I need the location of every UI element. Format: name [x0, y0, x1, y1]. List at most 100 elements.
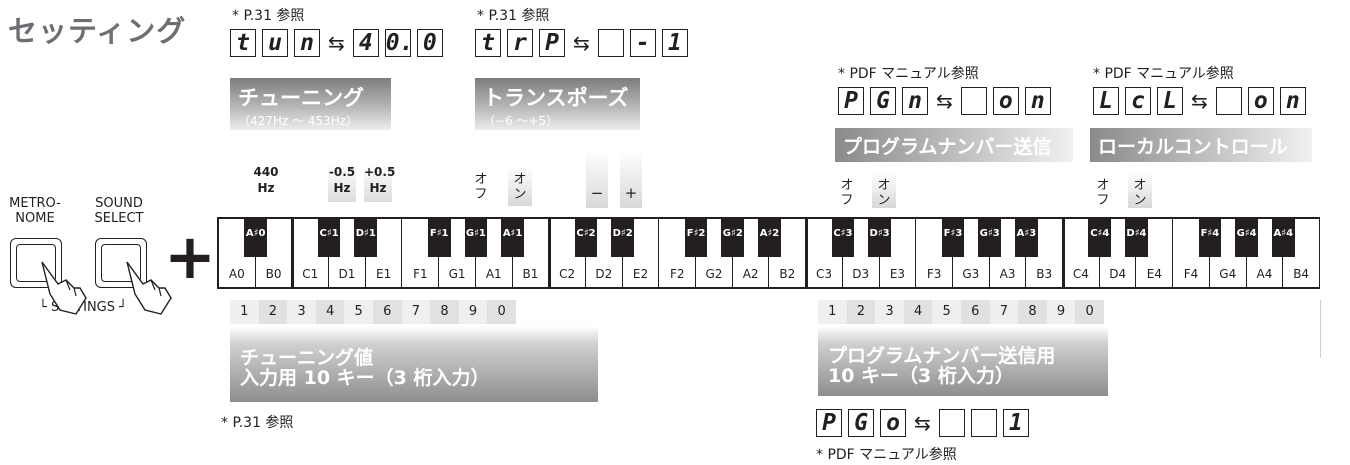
black-key[interactable]: A♯2: [758, 219, 781, 257]
program-input-line2: 10 キー（3 桁入力）: [828, 365, 1014, 387]
label-line: SOUND: [95, 196, 143, 211]
function-tuning-label: チューニング: [238, 86, 364, 110]
key-label-minus: −: [586, 150, 608, 208]
white-key-label: E3: [889, 267, 906, 281]
white-key-label: D2: [595, 267, 613, 281]
white-key-label: F1: [413, 267, 428, 281]
black-key[interactable]: A♯3: [1015, 219, 1038, 257]
white-key-label: B3: [1036, 267, 1053, 281]
label-line: 440: [253, 165, 279, 179]
white-key-label: E2: [632, 267, 649, 281]
ref-note-lcl: * PDF マニュアル参照: [1093, 66, 1234, 82]
white-key-label: D3: [852, 267, 870, 281]
lcd-digit: n: [294, 29, 320, 57]
number-key-label: 6: [960, 300, 990, 324]
black-key[interactable]: A♯1: [501, 219, 524, 257]
octave-divider: [290, 219, 294, 287]
number-key-label: 8: [430, 300, 459, 324]
white-key-label: F2: [669, 267, 685, 281]
key-label-on-lcl: オン: [1128, 172, 1152, 208]
black-key[interactable]: D♯3: [868, 219, 891, 257]
number-key-label: 2: [258, 300, 288, 324]
label-line: オ: [474, 172, 488, 187]
lcd-digit: c: [1125, 87, 1151, 115]
white-key-label: G4: [1219, 267, 1237, 281]
number-key-label: 0: [1075, 300, 1104, 324]
label-line: フ: [840, 193, 854, 208]
lcd-digit: n: [1024, 87, 1051, 115]
white-key-label: D4: [1109, 267, 1127, 281]
white-key-label: B4: [1293, 267, 1310, 281]
black-key[interactable]: C♯3: [831, 219, 855, 257]
black-key[interactable]: C♯2: [574, 219, 598, 257]
number-key-label: 1: [818, 300, 847, 324]
lcd-digit: P: [816, 409, 842, 437]
swap-arrow-icon: ⇆: [573, 31, 590, 55]
white-key-label: A2: [742, 267, 759, 281]
lcd-digit: L: [1157, 87, 1183, 115]
label-line: SELECT: [94, 211, 144, 226]
combine-plus-icon: +: [164, 220, 216, 293]
black-key[interactable]: D♯2: [611, 219, 635, 257]
white-key-label: C3: [816, 267, 833, 281]
label-line: フ: [1096, 193, 1110, 208]
black-key[interactable]: F♯3: [941, 219, 965, 257]
black-key[interactable]: G♯3: [978, 219, 1002, 257]
white-key-label: B0: [265, 267, 282, 281]
black-key[interactable]: C♯4: [1088, 219, 1112, 257]
black-key[interactable]: C♯1: [317, 219, 341, 257]
white-key-label: G3: [962, 267, 980, 281]
number-key-label: 5: [344, 300, 373, 324]
function-transpose-range: （−6 〜+5）: [483, 114, 559, 128]
black-key[interactable]: F♯4: [1198, 219, 1222, 257]
ref-note-transpose: * P.31 参照: [477, 8, 550, 24]
lcd-digit: n: [1279, 87, 1306, 115]
label-line: Hz: [369, 181, 387, 195]
black-key[interactable]: F♯1: [427, 219, 451, 257]
label-line: オ: [1133, 178, 1147, 193]
white-key-label: F4: [1183, 267, 1199, 281]
finger-press-icon: [41, 261, 87, 315]
label-line: オ: [1096, 178, 1110, 193]
program-input-box: プログラムナンバー送信用 10 キー（3 桁入力）: [818, 326, 1108, 396]
octave-divider: [1061, 219, 1065, 287]
ref-note-tune: * P.31 参照: [232, 8, 305, 24]
black-key[interactable]: G♯4: [1235, 219, 1258, 257]
number-key-label: 3: [287, 300, 316, 324]
label-line: オ: [877, 178, 891, 193]
black-key[interactable]: D♯4: [1125, 219, 1148, 257]
white-key-label: B2: [779, 267, 796, 281]
tuning-input-line1: チューニング値: [240, 347, 374, 369]
black-key[interactable]: D♯1: [354, 219, 378, 257]
black-key[interactable]: G♯2: [721, 219, 745, 257]
label-line: +0.5: [364, 165, 396, 179]
key-label-off-lcl: オフ: [1094, 178, 1112, 208]
lcd-digit: o: [880, 409, 906, 437]
lcd-digit: 1: [1002, 409, 1029, 437]
page-title: セッティング: [8, 14, 187, 48]
finger-press-icon: [126, 261, 172, 315]
black-key[interactable]: G♯1: [464, 219, 488, 257]
number-key-label: 9: [458, 300, 488, 324]
black-key[interactable]: A♯4: [1271, 219, 1295, 257]
lcd-digit: [938, 409, 965, 437]
number-key-label: 7: [401, 300, 431, 324]
tuning-input-box: チューニング値 入力用 10 キー（3 桁入力）: [230, 326, 598, 402]
number-key-label: 2: [846, 300, 876, 324]
white-key-label: C2: [559, 267, 576, 281]
ref-note-pgm: * PDF マニュアル参照: [838, 66, 979, 82]
black-key[interactable]: F♯2: [684, 219, 708, 257]
black-key[interactable]: A♯0: [244, 219, 268, 257]
function-transpose-label: トランスポーズ: [483, 86, 629, 110]
lcd-digit: P: [539, 29, 565, 57]
key-label-off: オフ: [472, 172, 490, 202]
label-line: フ: [474, 187, 488, 202]
ref-note-bottom-right: * PDF マニュアル参照: [816, 447, 957, 463]
